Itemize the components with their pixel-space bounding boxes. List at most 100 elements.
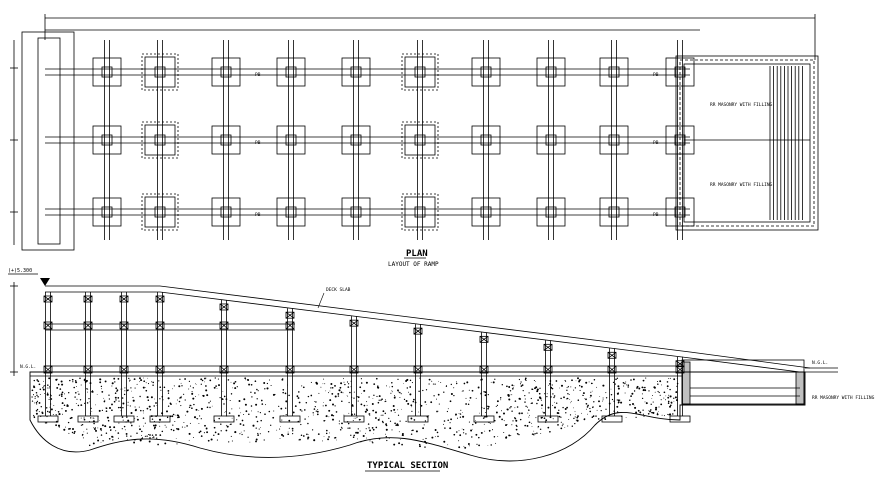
soil-dot xyxy=(297,397,300,399)
soil-dot xyxy=(566,406,568,409)
soil-dot xyxy=(239,433,241,435)
soil-dot xyxy=(355,417,357,419)
section-footing xyxy=(77,415,99,423)
soil-dot xyxy=(602,400,603,402)
soil-dot xyxy=(159,386,162,389)
section-footing xyxy=(669,415,691,423)
soil-dot xyxy=(285,414,287,416)
soil-dot xyxy=(71,408,73,411)
soil-dot xyxy=(360,378,362,380)
soil-dot xyxy=(413,419,416,421)
soil-dot xyxy=(37,395,39,398)
soil-dot xyxy=(251,396,253,398)
soil-dot xyxy=(520,381,522,383)
soil-dot xyxy=(539,428,542,431)
soil-dot xyxy=(476,443,478,445)
soil-dot xyxy=(331,393,334,395)
soil-dot xyxy=(41,411,43,413)
plan-column xyxy=(285,206,297,218)
section-node-box xyxy=(219,321,229,330)
plan-column xyxy=(101,134,113,146)
soil-dot xyxy=(589,407,591,410)
soil-dot xyxy=(411,410,413,412)
soil-dot xyxy=(347,422,350,425)
soil-dot xyxy=(46,387,48,389)
plan-pile-cap xyxy=(404,196,436,228)
soil-dot xyxy=(626,384,628,386)
soil-dot xyxy=(151,434,154,436)
plan-pile-cap xyxy=(471,197,501,227)
soil-dot xyxy=(444,427,446,429)
soil-dot xyxy=(360,441,362,443)
soil-dot xyxy=(96,436,98,438)
section-node-cross xyxy=(543,343,553,351)
soil-dot xyxy=(205,385,207,387)
soil-dot xyxy=(199,415,201,417)
soil-dot xyxy=(372,428,375,431)
soil-dot xyxy=(651,398,653,399)
soil-dot xyxy=(516,406,519,408)
plan-pile-cap xyxy=(599,197,629,227)
soil-dot xyxy=(461,428,463,430)
soil-dot xyxy=(323,419,326,422)
soil-dot xyxy=(353,434,356,437)
section-node-box xyxy=(285,311,295,319)
soil-dot xyxy=(308,434,309,436)
soil-dot xyxy=(208,402,210,404)
soil-dot xyxy=(508,434,511,437)
soil-dot xyxy=(188,432,191,435)
soil-dot xyxy=(105,410,108,413)
soil-dot xyxy=(391,382,393,384)
soil-dot xyxy=(657,390,659,393)
soil-dot xyxy=(399,420,401,422)
soil-dot xyxy=(315,410,317,412)
soil-dot xyxy=(108,398,111,400)
soil-dot xyxy=(328,409,331,412)
soil-dot xyxy=(282,435,285,437)
plan-pile-cap-outline xyxy=(141,53,179,91)
soil-dot xyxy=(530,402,532,405)
soil-dot xyxy=(436,431,439,434)
soil-dot xyxy=(660,399,662,401)
soil-dot xyxy=(152,436,155,438)
soil-dot xyxy=(531,422,533,424)
soil-dot xyxy=(80,424,82,426)
soil-dot xyxy=(33,379,35,382)
soil-dot xyxy=(91,411,93,412)
soil-dot xyxy=(560,416,562,418)
soil-dot xyxy=(176,414,179,417)
soil-dot xyxy=(574,387,577,389)
section-footing xyxy=(37,415,59,423)
soil-dot xyxy=(292,411,295,414)
plan-column xyxy=(608,206,620,218)
soil-dot xyxy=(71,378,74,381)
plan-column xyxy=(545,206,557,218)
soil-dot xyxy=(558,415,561,418)
soil-dot xyxy=(259,433,261,435)
soil-dot xyxy=(362,434,365,438)
plan-column xyxy=(285,66,297,78)
soil-dot xyxy=(54,409,56,411)
soil-dot xyxy=(307,395,310,398)
soil-dot xyxy=(584,398,586,400)
soil-dot xyxy=(69,379,71,382)
soil-dot xyxy=(477,386,480,389)
soil-dot xyxy=(365,408,368,411)
soil-dot xyxy=(167,390,170,392)
soil-dot xyxy=(316,413,319,416)
soil-dot xyxy=(508,398,511,401)
soil-dot xyxy=(456,431,458,433)
soil-dot xyxy=(81,435,83,437)
soil-dot xyxy=(401,443,403,446)
soil-dot xyxy=(493,435,496,438)
soil-dot xyxy=(287,433,290,436)
soil-dot xyxy=(469,400,470,402)
soil-dot xyxy=(223,395,226,398)
soil-dot xyxy=(496,400,499,403)
soil-dot xyxy=(487,394,489,396)
soil-dot xyxy=(83,418,86,421)
soil-dot xyxy=(191,391,193,393)
soil-dot xyxy=(339,429,342,431)
plan-column xyxy=(220,134,232,146)
soil-dot xyxy=(605,397,608,399)
